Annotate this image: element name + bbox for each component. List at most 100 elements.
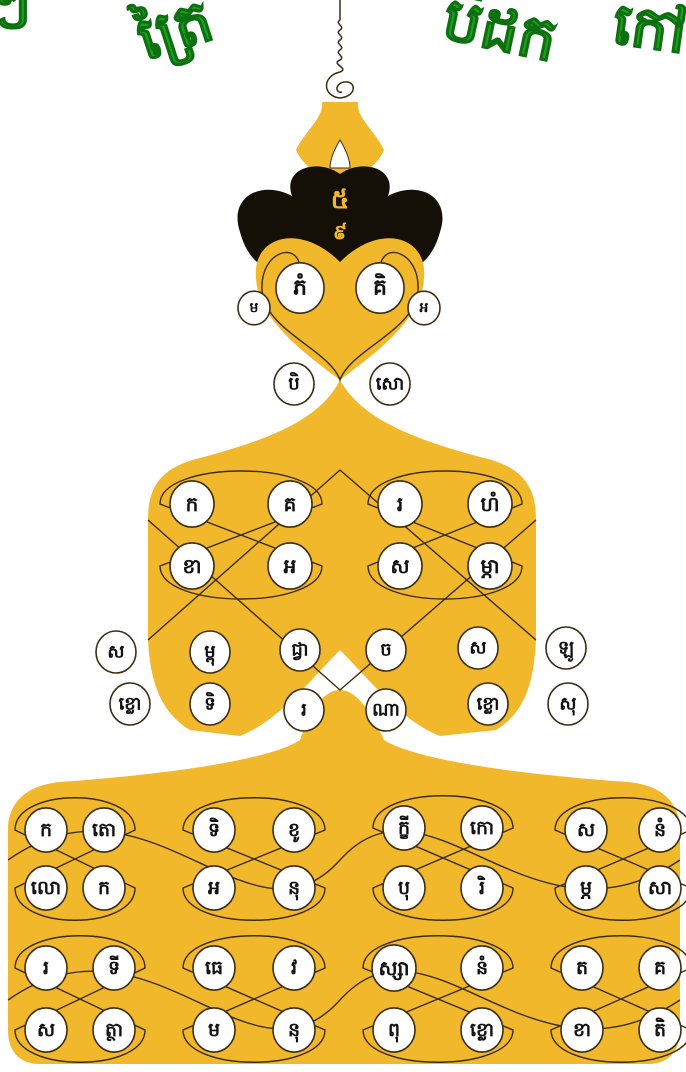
syllable-label: ក (186, 492, 199, 516)
syllable-bubble-third: រ (284, 689, 324, 731)
syllable-bubble-third: ខ្លោ (110, 683, 150, 725)
syllable-label: អ (420, 300, 429, 316)
syllable-label: ម (208, 1019, 220, 1041)
syllable-label: រិ (477, 875, 486, 899)
syllable-bubble-fifth: នុ (273, 1008, 315, 1052)
syllable-label: ភំ (293, 273, 307, 301)
crown-numeral: ៥ (331, 185, 349, 215)
syllable-label: សុ (559, 694, 576, 717)
syllable-bubble-second: ស (378, 543, 422, 589)
syllable-label: នំ (476, 955, 488, 979)
heading-segment: កៅ (609, 0, 686, 67)
syllable-bubble-fifth: ស្សា (372, 945, 416, 991)
syllable-bubble-fourth: រិ (461, 866, 503, 910)
syllable-label: ស (37, 1019, 55, 1041)
syllable-label: គ (284, 492, 297, 516)
syllable-bubble-top: ម (238, 291, 270, 325)
syllable-label: តោ (92, 819, 116, 841)
syllable-label: សោ (376, 374, 405, 395)
syllable-label: គិ (373, 273, 387, 301)
syllable-bubble-second: ខា (170, 543, 214, 589)
unalome-ornament (327, 0, 354, 98)
syllable-bubble-third: ខ្លោ (468, 683, 508, 725)
syllable-label: បិ (288, 372, 299, 395)
syllable-label: ខា (573, 1019, 591, 1041)
syllable-bubble-top: គិ (356, 263, 404, 313)
syllable-label: ក (40, 819, 52, 841)
syllable-bubble-fifth: ខ្លោ (461, 1008, 503, 1052)
syllable-bubble-fourth: នំ (639, 808, 681, 852)
syllable-label: ស (107, 642, 124, 663)
syllable-label: ខា (182, 554, 201, 578)
syllable-label: ម (250, 300, 259, 316)
crown-sub: ៩ (333, 220, 347, 244)
syllable-bubble-fifth: ម (193, 1008, 235, 1052)
syllable-label: កោ (470, 817, 494, 839)
syllable-label: វ (291, 957, 297, 979)
syllable-label: ស (390, 554, 409, 578)
syllable-bubble-fifth: ទី (93, 946, 135, 990)
syllable-label: ណា (372, 700, 400, 721)
syllable-bubble-fourth: ក (25, 808, 67, 852)
syllable-label: ក (98, 877, 110, 899)
syllable-label: ទិ (208, 817, 220, 841)
syllable-bubble-third: ស (458, 627, 498, 669)
syllable-bubble-fifth: រ (25, 946, 67, 990)
syllable-label: ជ្វា (291, 640, 308, 661)
syllable-bubble-fourth: ក្ខី (383, 806, 425, 850)
syllable-label: រ (397, 492, 403, 516)
syllable-bubble-fourth: តោ (83, 808, 125, 852)
syllable-label: នុ (288, 1019, 300, 1043)
syllable-bubble-fifth: ខា (561, 1008, 603, 1052)
syllable-label: ទី (108, 955, 120, 979)
syllable-label: ហំ (480, 491, 499, 516)
syllable-bubble-fifth: គ (639, 946, 681, 990)
syllable-bubble-second: គ (268, 481, 312, 527)
syllable-bubble-top: ភំ (276, 263, 324, 313)
syllable-label: នុ (288, 877, 300, 901)
syllable-bubble-third: ស (96, 631, 136, 673)
syllable-bubble-third: ម្ពុ (190, 631, 230, 673)
syllable-bubble-third: ច (366, 629, 406, 671)
syllable-label: ក្ខី (398, 815, 410, 839)
syllable-bubble-second: ក (170, 481, 214, 527)
syllable-bubble-fourth: សា (639, 866, 681, 910)
syllable-bubble-top: សោ (370, 363, 410, 405)
syllable-label: លោ (31, 877, 61, 899)
syllable-label: រ (43, 957, 49, 979)
syllable-bubble-second: អ (268, 543, 312, 589)
heading: ៗ ត្រៃ បិដក កៅ (0, 0, 686, 76)
syllable-label: ស (469, 638, 486, 659)
syllable-bubble-fifth: ពុ (373, 1008, 415, 1052)
syllable-bubble-fourth: អ (193, 866, 235, 910)
syllable-bubble-third: ជ្វា (280, 629, 320, 671)
syllable-bubble-fourth: ក (83, 866, 125, 910)
syllable-label: ធេ (205, 957, 223, 979)
heading-segment: បិដក (437, 0, 564, 76)
syllable-label: អ (208, 877, 220, 899)
syllable-bubble-third: ណា (366, 689, 406, 731)
syllable-label: ខ្លោ (470, 1019, 494, 1041)
syllable-label: សា (648, 877, 672, 899)
syllable-label: ស្សា (378, 956, 409, 981)
syllable-bubble-top: បិ (274, 363, 314, 405)
syllable-bubble-fifth: ត្ថា (93, 1008, 135, 1052)
syllable-bubble-fifth: នំ (461, 946, 503, 990)
syllable-label: ម្ភា (480, 554, 499, 579)
syllable-bubble-second: ម្ភា (468, 543, 512, 589)
syllable-bubble-fourth: ខូ (273, 808, 315, 852)
syllable-bubble-fourth: នុ (273, 866, 315, 910)
syllable-label: គ (654, 957, 666, 979)
syllable-bubble-fourth: ទិ (193, 808, 235, 852)
syllable-bubble-fifth: ត (561, 946, 603, 990)
syllable-label: ស (577, 819, 595, 841)
syllable-bubble-fourth: លោ (25, 866, 67, 910)
syllable-label: រ (301, 700, 307, 721)
syllable-label: ខ្លោ (477, 694, 500, 715)
syllable-bubble-top: អ (408, 291, 440, 325)
syllable-bubble-fifth: ស (25, 1008, 67, 1052)
syllable-bubble-fourth: បុ (383, 866, 425, 910)
syllable-label: ម្ភ (580, 877, 592, 899)
syllable-label: ខូ (288, 819, 300, 843)
